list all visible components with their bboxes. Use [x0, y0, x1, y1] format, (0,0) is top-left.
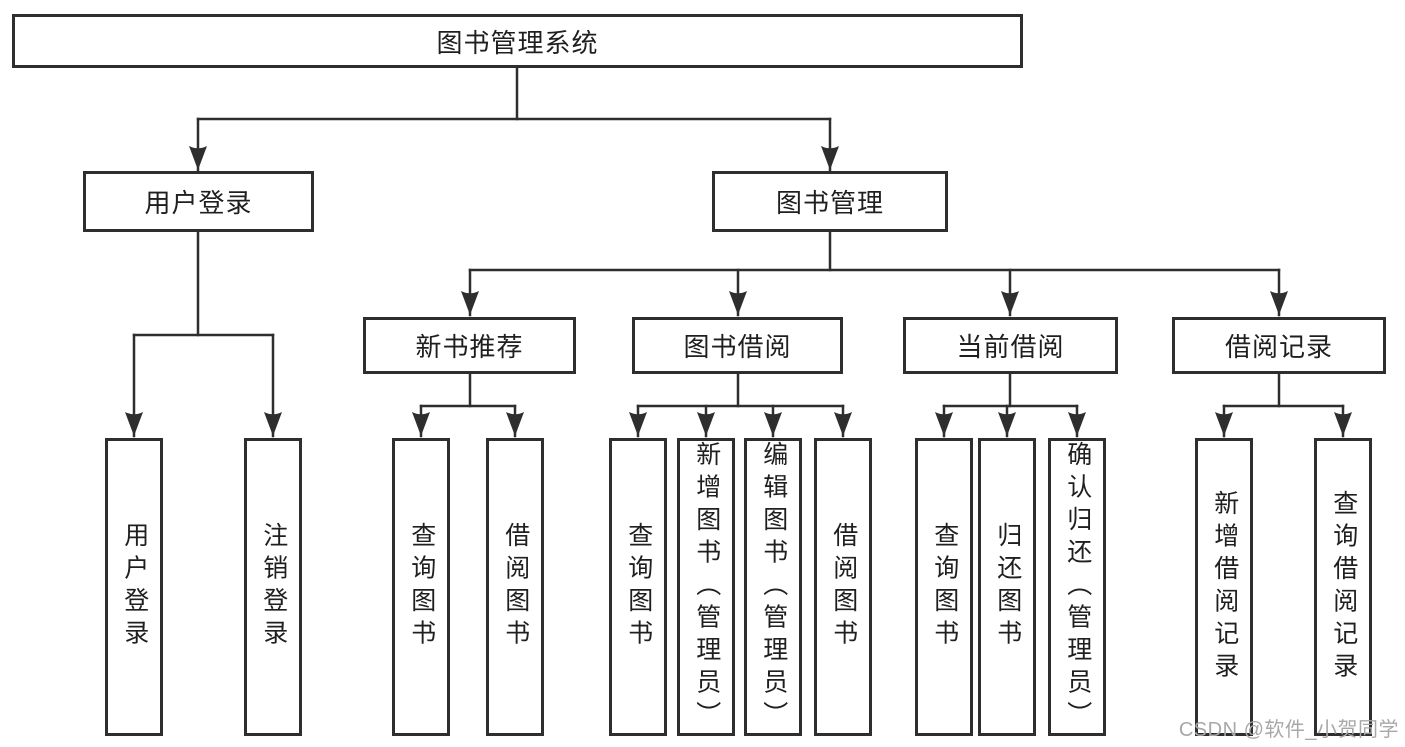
node-leaf-bb-borrow-books-label: 借阅图书	[829, 522, 858, 652]
node-leaf-nb-borrow-books: 借阅图书	[486, 438, 544, 736]
node-book-borrowing-label: 图书借阅	[683, 332, 792, 362]
node-leaf-bb-query-books-label: 查询图书	[624, 522, 653, 652]
node-leaf-nb-borrow-books-label: 借阅图书	[501, 522, 530, 652]
node-leaf-bb-add-books: 新增图书（管理员）	[677, 438, 735, 736]
node-current-borrowing: 当前借阅	[903, 317, 1118, 374]
node-leaf-cb-query-books: 查询图书	[915, 438, 973, 736]
node-book-management-label: 图书管理	[775, 188, 884, 218]
node-leaf-bb-add-books-label: 新增图书（管理员）	[692, 441, 721, 734]
node-leaf-br-query-record-label: 查询借阅记录	[1329, 489, 1358, 685]
node-leaf-user-login: 用户登录	[105, 438, 163, 736]
node-root-system: 图书管理系统	[12, 14, 1023, 68]
node-user-login: 用户登录	[83, 171, 314, 232]
node-borrowing-records-label: 借阅记录	[1224, 332, 1333, 362]
node-book-management: 图书管理	[712, 171, 948, 232]
node-leaf-user-login-label: 用户登录	[120, 522, 149, 652]
node-book-borrowing: 图书借阅	[632, 317, 843, 374]
node-leaf-cb-return-books-label: 归还图书	[993, 522, 1022, 652]
node-leaf-logout-label: 注销登录	[259, 522, 288, 652]
node-current-borrowing-label: 当前借阅	[956, 332, 1065, 362]
node-leaf-cb-query-books-label: 查询图书	[930, 522, 959, 652]
node-leaf-nb-query-books: 查询图书	[392, 438, 450, 736]
node-leaf-bb-borrow-books: 借阅图书	[814, 438, 872, 736]
csdn-watermark: CSDN @软件_小贺同学	[1178, 719, 1399, 741]
node-leaf-cb-confirm-return-label: 确认归还（管理员）	[1063, 441, 1092, 734]
node-leaf-br-add-record-label: 新增借阅记录	[1210, 489, 1239, 685]
node-borrowing-records: 借阅记录	[1172, 317, 1386, 374]
node-leaf-bb-edit-books-label: 编辑图书（管理员）	[759, 441, 788, 734]
node-leaf-cb-return-books: 归还图书	[978, 438, 1036, 736]
node-leaf-br-add-record: 新增借阅记录	[1195, 438, 1253, 736]
node-leaf-logout: 注销登录	[244, 438, 302, 736]
node-new-book-recommend: 新书推荐	[363, 317, 576, 374]
node-root-system-label: 图书管理系统	[436, 27, 599, 58]
node-leaf-nb-query-books-label: 查询图书	[407, 522, 436, 652]
node-leaf-cb-confirm-return: 确认归还（管理员）	[1048, 438, 1106, 736]
node-leaf-bb-query-books: 查询图书	[609, 438, 667, 736]
node-user-login-label: 用户登录	[144, 188, 253, 218]
node-leaf-br-query-record: 查询借阅记录	[1314, 438, 1372, 736]
node-new-book-recommend-label: 新书推荐	[415, 332, 524, 362]
node-leaf-bb-edit-books: 编辑图书（管理员）	[744, 438, 802, 736]
